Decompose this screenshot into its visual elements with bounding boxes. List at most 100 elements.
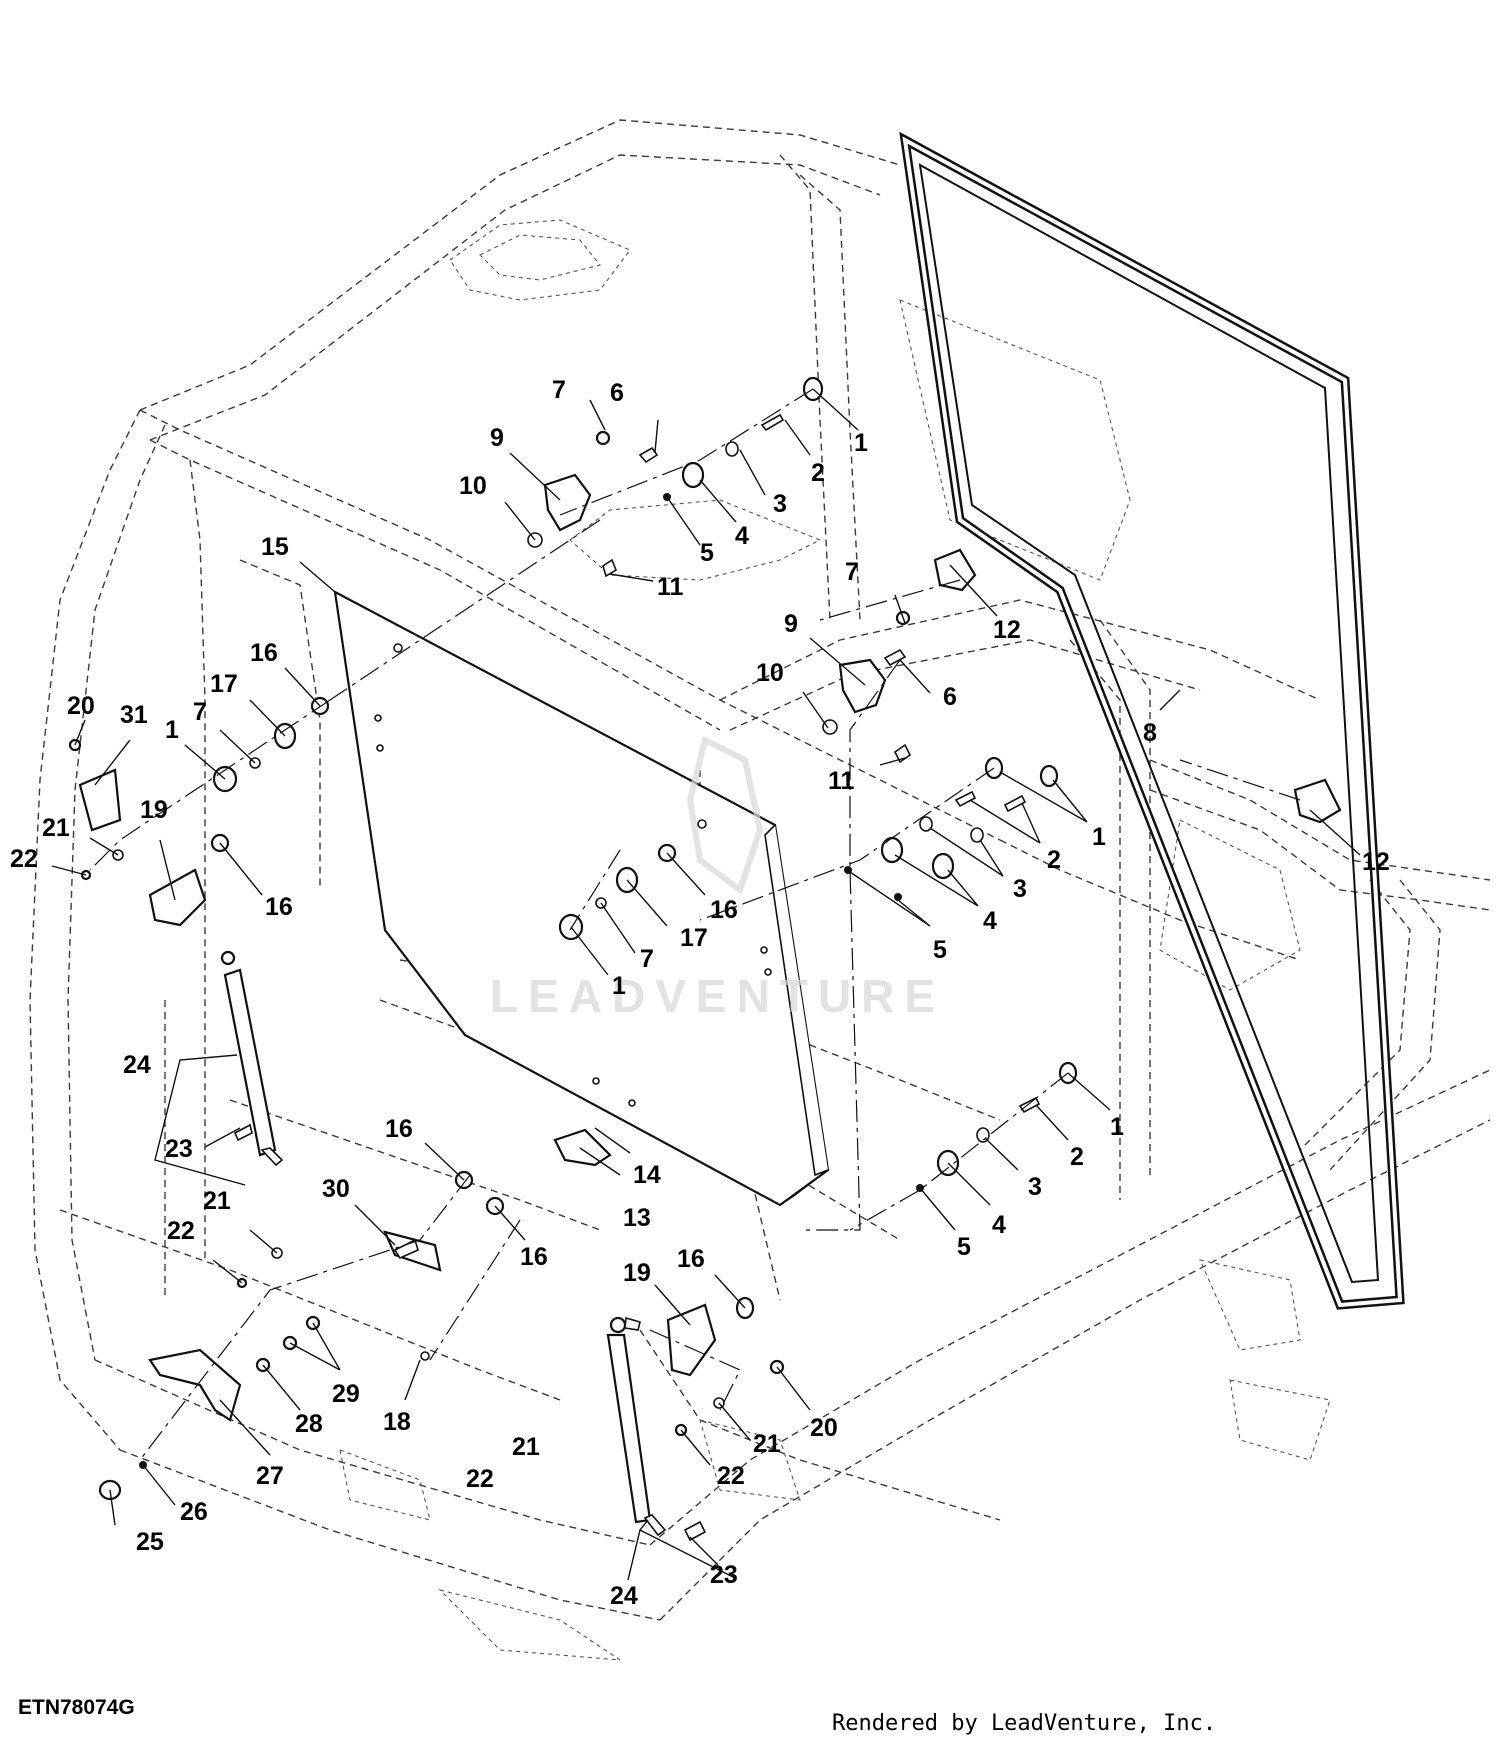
bolt-part <box>883 648 907 667</box>
figure-id: ETN78074G <box>18 1696 135 1719</box>
callout-24b: 24 <box>610 1582 638 1610</box>
callout-4c: 4 <box>983 907 997 935</box>
bolt-part <box>954 790 977 808</box>
callout-17b: 17 <box>680 924 708 952</box>
callout-14: 14 <box>633 1161 661 1189</box>
nut-part <box>595 430 611 446</box>
leader-lines <box>51 388 1361 1581</box>
bolt-part <box>1018 1096 1041 1114</box>
callout-9: 9 <box>490 424 504 452</box>
grommet-part <box>931 852 955 880</box>
callout-13: 13 <box>623 1204 651 1232</box>
callout-22d: 22 <box>466 1465 494 1493</box>
grommet-part <box>681 461 705 489</box>
bolt-part <box>760 413 785 432</box>
washer-part <box>919 816 933 832</box>
callout-19b: 19 <box>623 1259 651 1287</box>
callout-20a: 20 <box>67 692 95 720</box>
panel-hole <box>764 968 772 976</box>
callout-19a: 19 <box>140 796 168 824</box>
callout-5: 5 <box>700 539 714 567</box>
callout-4d: 4 <box>992 1211 1006 1239</box>
assembly-phantom-lines <box>89 388 1301 1461</box>
callout-7: 7 <box>552 376 566 404</box>
callout-1d: 1 <box>1110 1113 1124 1141</box>
callout-16e: 16 <box>520 1243 548 1271</box>
callout-11: 11 <box>657 573 684 601</box>
window-seal <box>899 131 1405 1310</box>
handle-part <box>148 1348 242 1422</box>
grommet-part <box>880 836 904 864</box>
callout-21b: 21 <box>203 1187 231 1215</box>
callout-17a: 17 <box>210 670 238 698</box>
callout-7d: 7 <box>640 945 654 973</box>
callout-15: 15 <box>261 533 289 561</box>
callout-12b: 12 <box>1362 848 1390 876</box>
render-credit: Rendered by LeadVenture, Inc. <box>832 1711 1217 1736</box>
callout-3: 3 <box>773 490 787 518</box>
callout-30: 30 <box>322 1175 350 1203</box>
cab-frame-outline <box>29 119 1491 1661</box>
hinge-part <box>838 658 887 714</box>
ball-stud-part <box>233 1123 253 1142</box>
callout-23a: 23 <box>165 1135 193 1163</box>
callout-29: 29 <box>332 1380 360 1408</box>
callout-10: 10 <box>459 472 487 500</box>
callout-22c: 22 <box>717 1462 745 1490</box>
pin-part <box>420 1351 430 1361</box>
hinge-part <box>543 473 592 532</box>
ball-stud-part <box>683 1520 707 1542</box>
panel-hole <box>393 643 403 653</box>
leadventure-watermark: LEADVENTURE <box>490 735 945 1022</box>
callout-31: 31 <box>120 701 148 729</box>
panel-hole <box>374 714 382 722</box>
callout-10b: 10 <box>756 659 784 687</box>
callout-24a: 24 <box>123 1051 151 1079</box>
callout-9b: 9 <box>784 610 798 638</box>
callout-6: 6 <box>610 379 624 407</box>
door-panel <box>333 590 830 1207</box>
callout-6b: 6 <box>943 683 957 711</box>
callout-5c: 5 <box>933 936 947 964</box>
screw-part <box>602 558 617 578</box>
callout-18: 18 <box>383 1408 411 1436</box>
strut-bracket-part <box>148 868 207 927</box>
callout-11b: 11 <box>828 767 855 795</box>
gas-strut-rod-part <box>260 1147 284 1167</box>
callout-22a: 22 <box>10 845 38 873</box>
callout-27: 27 <box>256 1462 284 1490</box>
callout-12: 12 <box>993 616 1021 644</box>
nut-part <box>894 893 902 901</box>
callout-16d: 16 <box>385 1115 413 1143</box>
callout-7b: 7 <box>845 558 859 586</box>
callout-28: 28 <box>295 1410 323 1438</box>
panel-hole <box>628 1099 636 1107</box>
washer-part <box>822 719 838 735</box>
callout-1c: 1 <box>1092 823 1106 851</box>
screw-part <box>893 743 912 764</box>
callout-1e: 1 <box>165 716 179 744</box>
callout-20b: 20 <box>810 1414 838 1442</box>
ball-stud-part <box>624 1316 641 1331</box>
callout-26: 26 <box>180 1498 208 1526</box>
strut-bracket-part <box>666 1303 717 1377</box>
washer-part <box>725 441 739 457</box>
callout-21a: 21 <box>42 814 70 842</box>
watermark-text: LEADVENTURE <box>490 970 945 1022</box>
callout-16c: 16 <box>710 896 738 924</box>
callout-22b: 22 <box>167 1217 195 1245</box>
hardware <box>68 376 1342 1542</box>
washer-part <box>970 827 984 843</box>
callout-2: 2 <box>811 459 825 487</box>
callout-16f: 16 <box>677 1245 705 1273</box>
callout-25: 25 <box>136 1528 164 1556</box>
callout-1: 1 <box>854 429 868 457</box>
callout-16a: 16 <box>250 639 278 667</box>
callout-3c: 3 <box>1013 875 1027 903</box>
callout-23b: 23 <box>710 1561 738 1589</box>
gas-strut-part <box>606 1333 652 1524</box>
bolt-part <box>1003 794 1027 813</box>
callout-2c: 2 <box>1047 846 1061 874</box>
callout-1f: 1 <box>612 972 626 1000</box>
callout-16b: 16 <box>265 893 293 921</box>
